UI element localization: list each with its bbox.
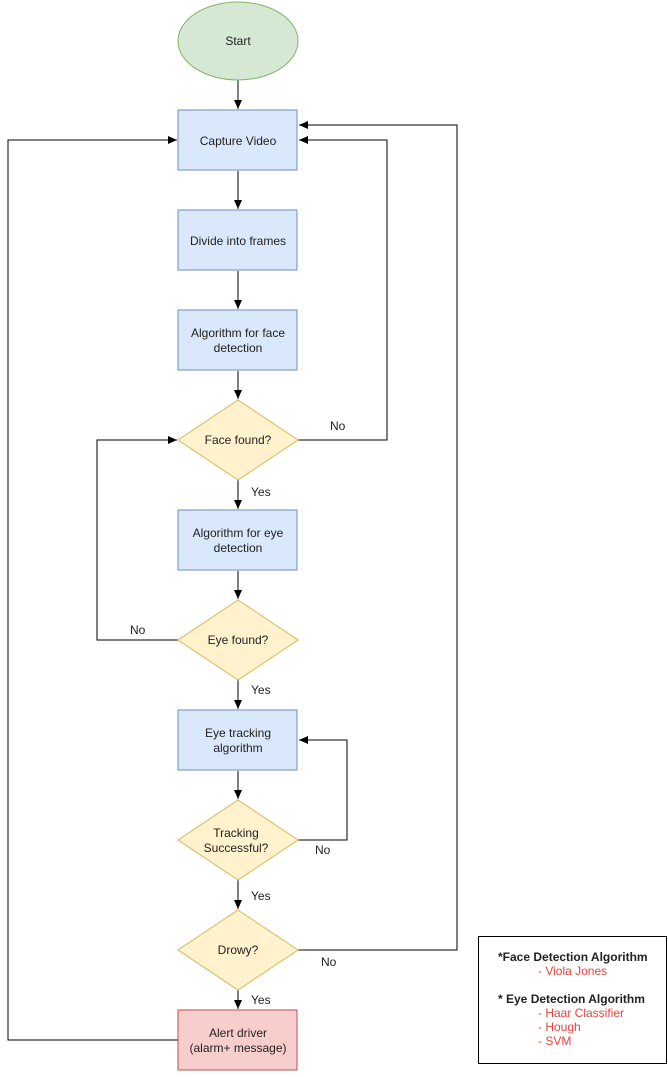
divide-frames-node: [177, 209, 298, 271]
eye-algorithm-label-line2: detection: [214, 541, 263, 555]
eye-tracking-label-line2: algorithm: [213, 741, 262, 755]
face-algorithm-label-line2: detection: [214, 341, 263, 355]
eye-found-label: Eye found?: [208, 633, 269, 647]
edge-tracking-no-loop: [298, 736, 348, 841]
face-found-yes-label: Yes: [251, 485, 271, 499]
tracking-successful-decision: [177, 799, 299, 881]
legend-eye-item-haar: - Haar Classifier: [538, 1006, 625, 1020]
legend-eye-item-svm: - SVM: [538, 1034, 572, 1048]
edge-drowsy-no-loop: [298, 121, 458, 951]
algorithm-legend: *Face Detection Algorithm - Viola Jones …: [478, 936, 667, 1064]
edge-alert-loop: [7, 136, 178, 1041]
face-algorithm-label-line1: Algorithm for face: [191, 326, 285, 340]
tracking-yes-label: Yes: [251, 889, 271, 903]
capture-video-node: [177, 109, 298, 171]
drowsy-yes-label: Yes: [251, 993, 271, 1007]
eye-tracking-node: [177, 709, 298, 771]
legend-eye-item-hough: - Hough: [538, 1020, 581, 1034]
edge-eye-found-no-loop: [96, 436, 178, 641]
divide-frames-label: Divide into frames: [190, 234, 286, 248]
drowsy-no-label: No: [321, 955, 337, 969]
alert-driver-label-line1: Alert driver: [209, 1026, 267, 1040]
start-node-label: Start: [225, 34, 251, 48]
legend-eye-header: * Eye Detection Algorithm: [498, 992, 645, 1006]
tracking-successful-label-line2: Successful?: [204, 841, 269, 855]
drowsy-label: Drowy?: [218, 943, 259, 957]
eye-algorithm-node: [177, 509, 298, 571]
legend-face-item-viola-jones: - Viola Jones: [538, 964, 608, 978]
eye-tracking-label-line1: Eye tracking: [205, 726, 271, 740]
tracking-successful-label-line1: Tracking: [213, 826, 259, 840]
face-algorithm-node: [177, 309, 298, 371]
eye-found-no-label: No: [130, 623, 146, 637]
legend-face-header: *Face Detection Algorithm: [498, 950, 648, 964]
face-found-decision: [177, 399, 299, 481]
tracking-no-label: No: [315, 843, 331, 857]
alert-driver-node: [177, 1009, 298, 1071]
start-node: [177, 1, 299, 81]
alert-driver-label-line2: (alarm+ message): [189, 1041, 286, 1055]
capture-video-label: Capture Video: [200, 134, 277, 148]
edge-face-found-no-loop: [298, 136, 388, 441]
face-found-no-label: No: [330, 419, 346, 433]
eye-found-yes-label: Yes: [251, 683, 271, 697]
face-found-label: Face found?: [205, 433, 272, 447]
eye-found-decision: [177, 599, 299, 681]
eye-algorithm-label-line1: Algorithm for eye: [193, 526, 284, 540]
drowsy-decision: [177, 909, 299, 991]
